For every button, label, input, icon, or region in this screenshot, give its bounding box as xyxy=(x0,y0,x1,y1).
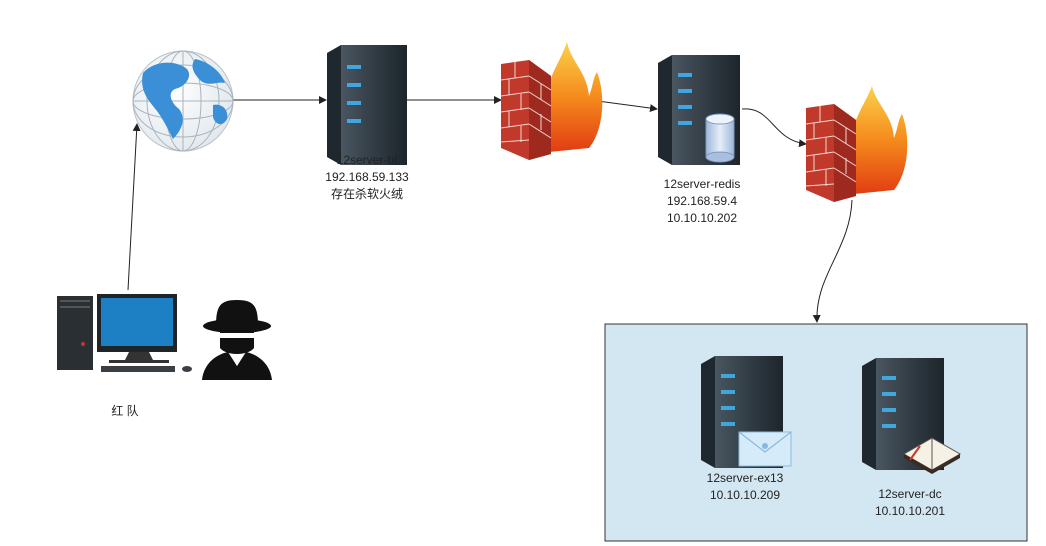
server-bt-name: 12server-bt xyxy=(336,153,398,167)
mail-icon xyxy=(738,431,792,467)
database-icon xyxy=(705,113,735,163)
server-ex13-ip: 10.10.10.209 xyxy=(709,488,781,502)
server-bt-icon xyxy=(327,45,407,165)
server-ex13-name: 12server-ex13 xyxy=(706,471,784,485)
edge-redteam-internet xyxy=(127,123,141,291)
server-redis-name: 12server-redis xyxy=(663,177,741,191)
server-dc-name: 12server-dc xyxy=(878,487,942,501)
edge-redis-firewall2 xyxy=(741,108,807,148)
firewall-2-icon xyxy=(805,86,908,202)
book-icon xyxy=(902,437,962,474)
server-redis-label: 12server-redis 192.168.59.4 10.10.10.202 xyxy=(647,176,757,227)
server-dc-icon xyxy=(862,358,962,474)
server-dc-label: 12server-dc 10.10.10.201 xyxy=(855,486,965,520)
server-bt-note: 存在杀软火绒 xyxy=(330,187,403,201)
server-redis-ip2: 10.10.10.202 xyxy=(666,211,738,225)
server-ex13-icon xyxy=(701,356,792,468)
globe-icon xyxy=(132,50,234,152)
desktop-pc-icon xyxy=(57,294,192,372)
edge-firewall2-zone xyxy=(812,199,853,323)
hacker-icon xyxy=(202,300,272,380)
server-dc-ip: 10.10.10.201 xyxy=(874,504,946,518)
server-bt-label: 12server-bt 192.168.59.133 存在杀软火绒 xyxy=(312,152,422,203)
red-team-label: 红 队 xyxy=(111,404,139,418)
server-bt-ip: 192.168.59.133 xyxy=(325,170,409,184)
server-redis-icon xyxy=(658,55,740,165)
server-redis-ip1: 192.168.59.4 xyxy=(666,194,738,208)
firewall-1-icon xyxy=(500,42,603,160)
server-ex13-label: 12server-ex13 10.10.10.209 xyxy=(690,470,800,504)
connectors xyxy=(127,96,853,323)
internal-network-zone xyxy=(604,323,1028,542)
